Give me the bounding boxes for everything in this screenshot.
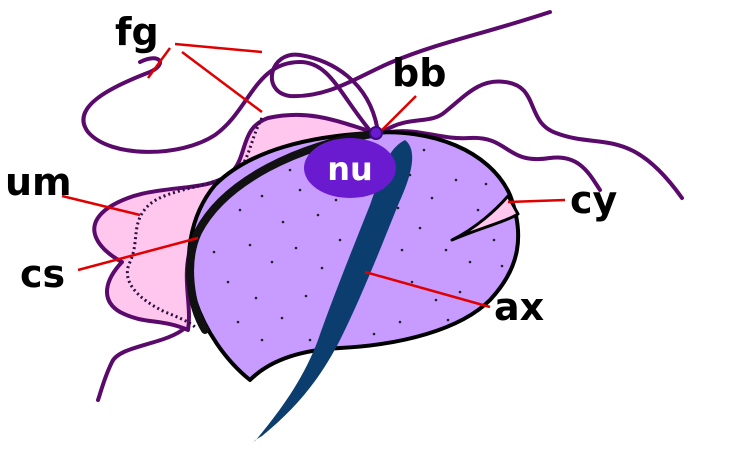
label-cy: cy [570, 178, 618, 222]
label-nu: nu [327, 150, 373, 188]
label-bb: bb [392, 51, 446, 95]
leader-fg-1 [175, 44, 262, 52]
label-cs: cs [20, 252, 65, 296]
label-um: um [5, 160, 72, 204]
posterior-flagellum [98, 328, 185, 400]
leader-cy [508, 200, 565, 202]
label-ax: ax [494, 285, 544, 329]
basal-body [370, 127, 382, 139]
label-fg: fg [115, 10, 159, 54]
leader-fg-3 [182, 52, 262, 112]
